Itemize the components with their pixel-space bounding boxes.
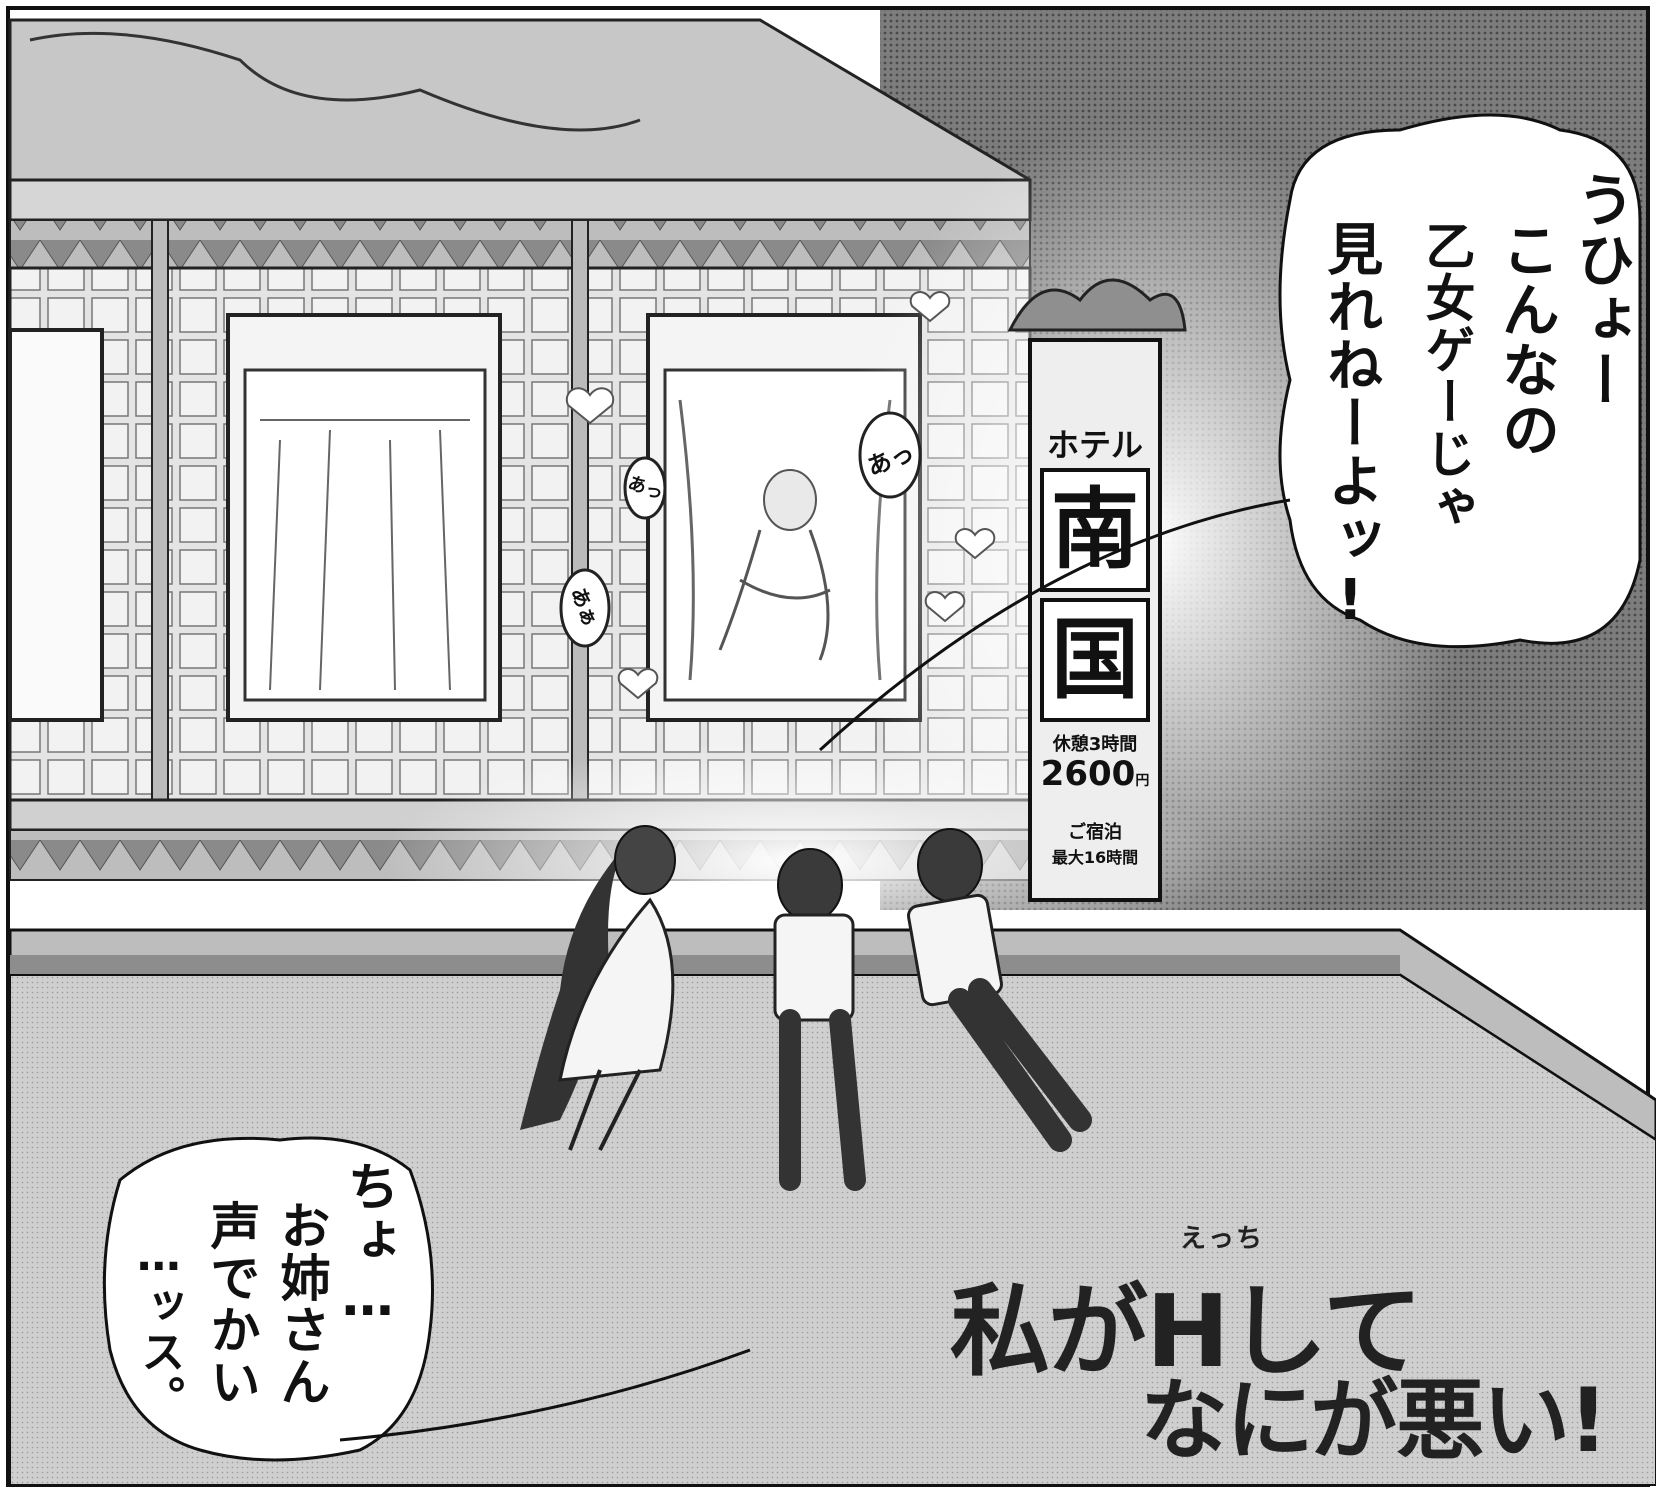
hotel-sign-rest-line: 休憩3時間 bbox=[1052, 734, 1138, 755]
hotel-sign-name-char-1: 南 bbox=[1050, 478, 1139, 581]
title-line-1: 私がHして bbox=[950, 1273, 1423, 1390]
title-furigana: えっち bbox=[1180, 1224, 1265, 1254]
hotel-sign-label: ホテル bbox=[1046, 426, 1143, 464]
speech-bottom-left-line-2: お姉さん bbox=[272, 1200, 331, 1408]
speech-bottom-left-line-4: …ッス。 bbox=[133, 1230, 185, 1421]
speech-top-right-line-4: 見れねーよッ! bbox=[1317, 220, 1383, 635]
hotel-sign-stay-max: 最大16時間 bbox=[1051, 848, 1139, 867]
hotel-sign-stay-line: ご宿泊 bbox=[1068, 822, 1122, 843]
rest-price-yen: 円 bbox=[1135, 773, 1150, 789]
title-line-2: なにが悪い! bbox=[1140, 1369, 1608, 1472]
speech-top-right-line-2: こんなの bbox=[1491, 220, 1560, 460]
speech-top-right-line-1: うひょー bbox=[1566, 170, 1635, 410]
speech-bottom-left-line-1: ちょ… bbox=[337, 1160, 398, 1330]
rest-price-value: 2600 bbox=[1040, 754, 1136, 794]
speech-bottom-left-line-3: 声でかい bbox=[202, 1200, 261, 1408]
hotel-sign-name-char-2: 国 bbox=[1050, 608, 1139, 711]
hotel-sign-rest-price: 2600円 bbox=[1034, 754, 1156, 794]
speech-top-right-line-3: 乙女ゲーじゃ bbox=[1417, 220, 1476, 532]
